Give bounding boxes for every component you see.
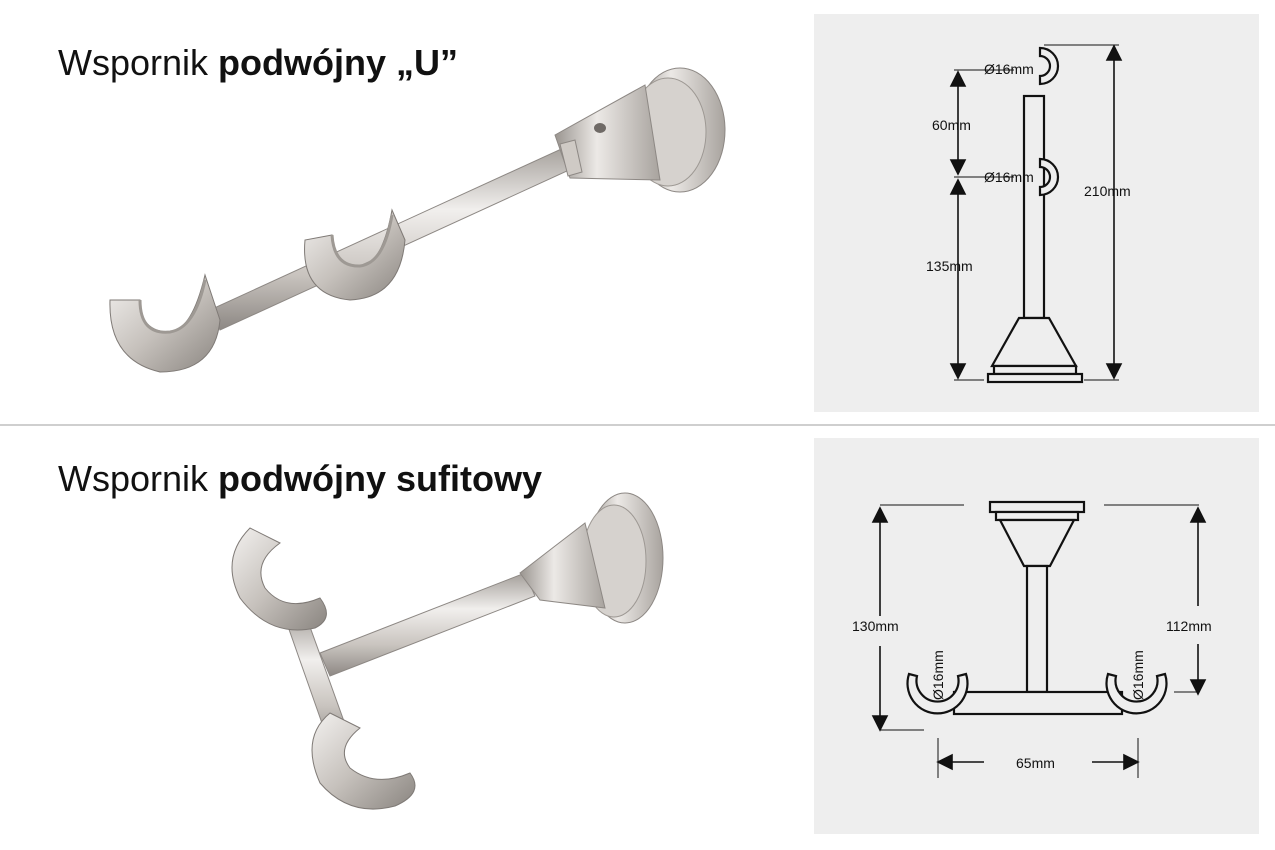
section-title: Wspornik podwójny sufitowy	[58, 458, 542, 500]
title-bold: podwójny „U”	[218, 42, 459, 83]
spacing-label: 60mm	[932, 117, 971, 133]
lower-length-label: 135mm	[926, 258, 973, 274]
total-length-label: 210mm	[1084, 183, 1131, 199]
rod-diameter-2-label: Ø16mm	[1130, 650, 1146, 700]
title-bold: podwójny sufitowy	[218, 458, 543, 499]
total-height-label: 130mm	[852, 618, 899, 634]
section-double-u-bracket: Wspornik podwójny „U”	[0, 0, 1275, 424]
double-u-bracket-photo	[109, 67, 726, 373]
section-divider	[0, 424, 1275, 426]
title-regular: Wspornik	[58, 458, 219, 499]
rod-diameter-1-label: Ø16mm	[984, 61, 1034, 77]
rod-diameter-2-label: Ø16mm	[984, 169, 1034, 185]
drop-height-label: 112mm	[1166, 618, 1212, 634]
section-double-ceiling-bracket: Wspornik podwójny sufitowy	[0, 426, 1275, 850]
double-ceiling-bracket-photo	[231, 492, 664, 810]
rod-diameter-1-label: Ø16mm	[930, 650, 946, 700]
rod-spacing-label: 65mm	[1016, 755, 1055, 771]
double-u-technical-drawing: Ø16mm Ø16mm 60mm 135mm 210mm	[814, 14, 1259, 412]
section-title: Wspornik podwójny „U”	[58, 42, 458, 84]
double-ceiling-technical-drawing: 130mm 112mm 65mm Ø16mm Ø16mm	[814, 438, 1259, 834]
title-regular: Wspornik	[58, 42, 219, 83]
